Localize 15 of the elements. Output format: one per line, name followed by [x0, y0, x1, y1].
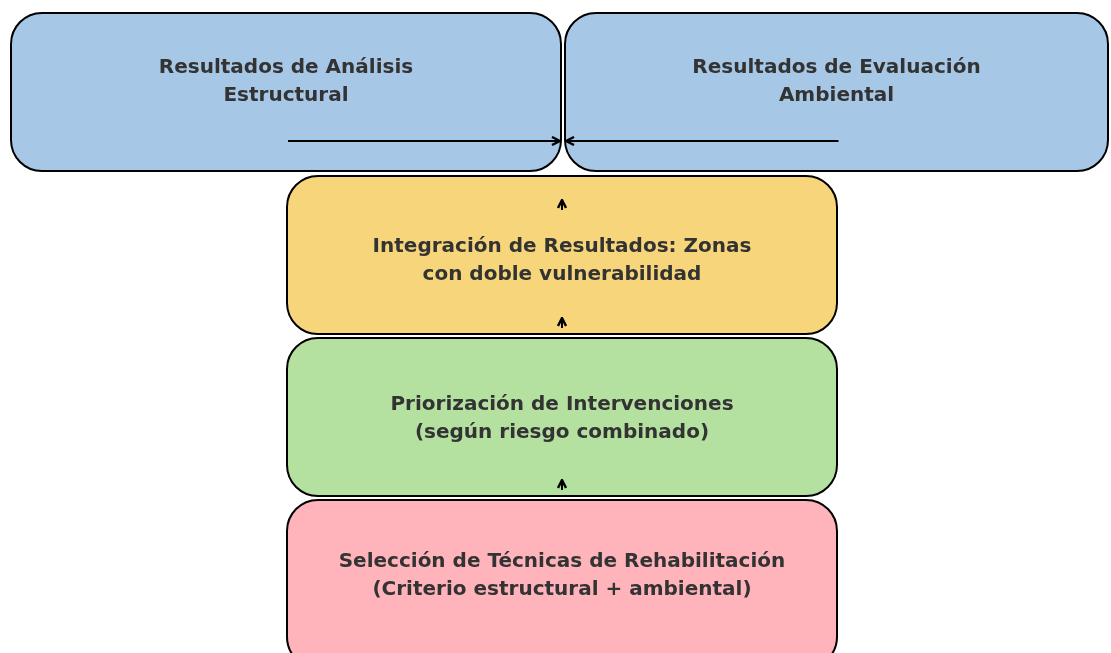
process-box [286, 337, 838, 497]
arrow [556, 198, 568, 211]
box-label: Resultados de Análisis Estructural [157, 53, 415, 108]
arrow [556, 316, 568, 329]
process-box [10, 12, 562, 172]
process-box [286, 175, 838, 335]
process-box [564, 12, 1109, 172]
arrow [556, 478, 568, 491]
box-label: Integración de Resultados: Zonas con doble vulnerabilidad [372, 232, 752, 287]
process-box [286, 499, 838, 653]
box-label: Selección de Técnicas de Rehabilitación (Criterio estructural + ambiental) [337, 547, 787, 602]
arrow [287, 135, 562, 147]
box-label: Resultados de Evaluación Ambiental [691, 53, 982, 108]
box-label: Priorización de Intervenciones (según riesgo combinado) [389, 390, 735, 445]
arrow [564, 135, 840, 147]
